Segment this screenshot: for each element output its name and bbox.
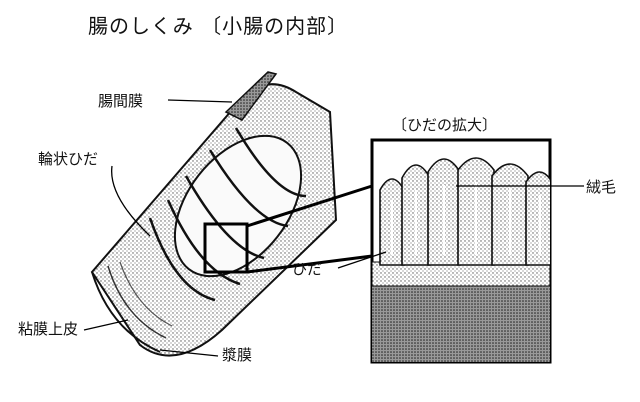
label-mesentery: 腸間膜: [98, 92, 144, 110]
circular-folds: [148, 127, 307, 302]
zoom-box: [203, 222, 249, 274]
inset-title: 〔ひだの拡大〕: [392, 116, 498, 134]
diagram-title: 腸のしくみ 〔小腸の内部〕: [88, 14, 349, 38]
label-villi: 絨毛: [586, 178, 617, 196]
intestine-tube: [90, 71, 338, 357]
label-mucosal-epithelium: 粘膜上皮: [18, 320, 79, 338]
label-circular-folds: 輪状ひだ: [38, 150, 99, 168]
villi: [379, 157, 550, 266]
label-fold: ひだ: [292, 260, 323, 278]
mesentery: [224, 71, 278, 121]
label-serosa: 漿膜: [222, 346, 253, 364]
fold-inset: [370, 138, 552, 364]
